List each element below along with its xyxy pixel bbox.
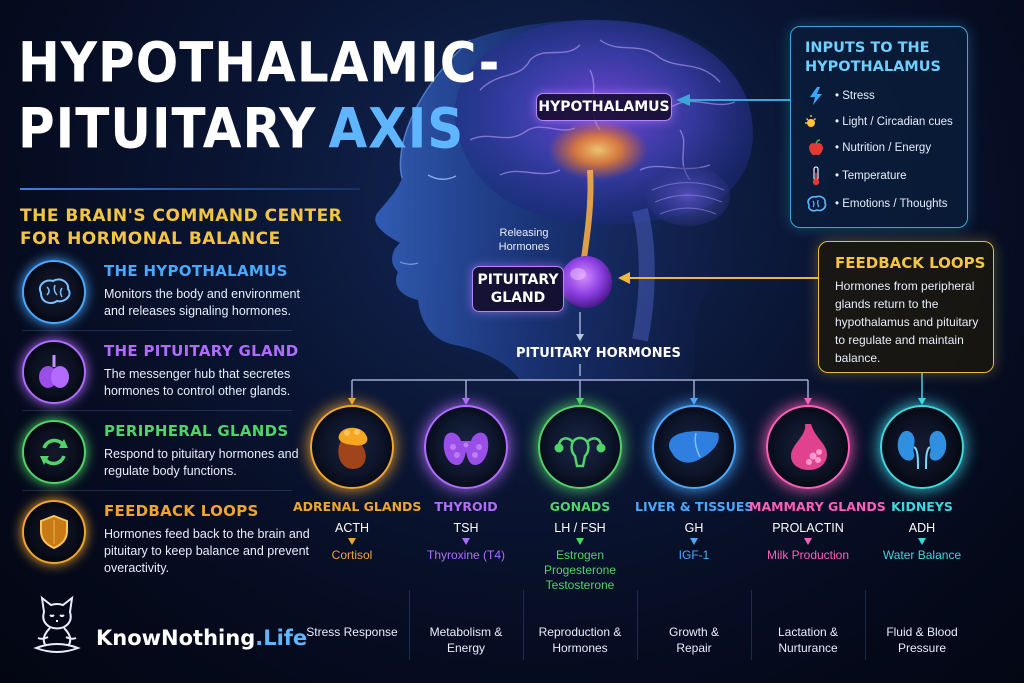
gland-thyroid: THYROID TSH Thyroxine (T4) bbox=[407, 405, 525, 563]
meditating-cat-logo-icon bbox=[33, 595, 81, 653]
feedback-title: FEEDBACK LOOPS bbox=[835, 254, 986, 272]
input-item-emotions: • Emotions / Thoughts bbox=[803, 193, 963, 215]
cycle-arrows-icon bbox=[22, 420, 86, 484]
lightning-icon bbox=[803, 87, 829, 105]
pituitary-gland-label: PITUITARY GLAND bbox=[472, 266, 564, 312]
adrenal-icon bbox=[310, 405, 394, 489]
gland-effect: Reproduction & Hormones bbox=[538, 625, 622, 655]
gland-effect: Metabolism & Energy bbox=[429, 625, 503, 655]
legend-item-peripheral: PERIPHERAL GLANDS Respond to pituitary h… bbox=[22, 420, 322, 498]
feedback-desc: Hormones from peripheral glands return t… bbox=[835, 279, 979, 365]
brain-icon bbox=[22, 260, 86, 324]
uterus-icon bbox=[538, 405, 622, 489]
effect-divider bbox=[409, 590, 410, 660]
gland-arrow bbox=[348, 538, 356, 545]
gland-name: KIDNEYS bbox=[891, 499, 953, 514]
gland-arrow bbox=[690, 538, 698, 545]
legend-desc: Hormones feed back to the brain and pitu… bbox=[104, 527, 310, 575]
inputs-panel: INPUTS TO THE HYPOTHALAMUS • Stress • Li… bbox=[790, 26, 968, 228]
input-item-light: • Light / Circadian cues bbox=[803, 111, 963, 133]
gland-effect: Fluid & Blood Pressure bbox=[886, 625, 958, 655]
sun-moon-icon bbox=[803, 114, 829, 130]
shield-icon bbox=[22, 500, 86, 564]
title-line-1: HYPOTHALAMIC- bbox=[18, 31, 501, 95]
gland-mammary: MAMMARY GLANDS PROLACTIN Milk Production bbox=[749, 405, 886, 563]
gland-gonads: GONADS LH / FSH Estrogen Progesterone Te… bbox=[521, 405, 639, 593]
gland-hormone: ADH bbox=[908, 521, 936, 535]
gland-name: MAMMARY GLANDS bbox=[749, 499, 886, 514]
effect-divider bbox=[751, 590, 752, 660]
legend-divider bbox=[22, 330, 292, 331]
gland-effect: Growth & Repair bbox=[668, 625, 719, 655]
effect-divider bbox=[523, 590, 524, 660]
input-item-stress: • Stress bbox=[803, 85, 963, 107]
gland-product: Water Balance bbox=[882, 548, 962, 562]
gland-kidneys: KIDNEYS ADH Water Balance bbox=[863, 405, 981, 563]
gland-hormone: PROLACTIN bbox=[772, 521, 844, 535]
legend-title: PERIPHERAL GLANDS bbox=[104, 422, 289, 440]
input-item-nutrition: • Nutrition / Energy bbox=[803, 137, 963, 159]
gland-arrow bbox=[576, 538, 584, 545]
pituitary-icon bbox=[22, 340, 86, 404]
legend-title: THE PITUITARY GLAND bbox=[104, 342, 299, 360]
gland-hormone: LH / FSH bbox=[554, 521, 606, 535]
mammary-icon bbox=[766, 405, 850, 489]
gland-name: ADRENAL GLANDS bbox=[293, 499, 422, 514]
gland-arrow bbox=[462, 538, 470, 545]
gland-effect: Stress Response bbox=[306, 625, 398, 639]
legend-item-pituitary: THE PITUITARY GLAND The messenger hub th… bbox=[22, 340, 322, 418]
gland-name: LIVER & TISSUES bbox=[635, 499, 754, 514]
legend-item-hypothalamus: THE HYPOTHALAMUS Monitors the body and e… bbox=[22, 260, 322, 338]
liver-icon bbox=[652, 405, 736, 489]
legend-title: FEEDBACK LOOPS bbox=[104, 502, 259, 520]
gland-hormone: GH bbox=[684, 521, 704, 535]
legend-title: THE HYPOTHALAMUS bbox=[104, 262, 288, 280]
title-line-2: PITUITARY bbox=[18, 97, 317, 161]
gland-name: GONADS bbox=[549, 499, 611, 514]
pituitary-hormones-label: PITUITARY HORMONES bbox=[516, 346, 681, 361]
thermometer-icon bbox=[803, 166, 829, 186]
thyroid-icon bbox=[424, 405, 508, 489]
gland-arrow bbox=[804, 538, 812, 545]
title-accent: AXIS bbox=[328, 97, 465, 161]
apple-icon bbox=[803, 139, 829, 157]
feedback-panel: FEEDBACK LOOPS Hormones from peripheral … bbox=[818, 241, 994, 373]
gland-name: THYROID bbox=[434, 499, 498, 514]
legend-divider bbox=[22, 490, 292, 491]
gland-hormone: TSH bbox=[453, 521, 479, 535]
gland-product: Estrogen Progesterone Testosterone bbox=[543, 548, 617, 592]
brain-icon bbox=[803, 195, 829, 213]
kidneys-icon bbox=[880, 405, 964, 489]
brand-logo: KnowNothing.Life bbox=[96, 626, 307, 650]
brand-name: KnowNothing bbox=[96, 626, 256, 650]
brand-tld: .Life bbox=[255, 626, 308, 650]
gland-product: IGF-1 bbox=[678, 548, 710, 562]
inputs-title: INPUTS TO THE HYPOTHALAMUS bbox=[805, 40, 941, 75]
legend-desc: The messenger hub that secretes hormones… bbox=[104, 367, 291, 398]
gland-product: Thyroxine (T4) bbox=[426, 548, 506, 562]
releasing-hormones-label: Releasing Hormones bbox=[498, 227, 550, 253]
input-item-temperature: • Temperature bbox=[803, 165, 963, 187]
gland-liver: LIVER & TISSUES GH IGF-1 bbox=[635, 405, 753, 563]
legend-desc: Respond to pituitary hormones and regula… bbox=[104, 447, 299, 478]
title-divider bbox=[20, 188, 360, 190]
gland-effect: Lactation & Nurturance bbox=[777, 625, 839, 655]
gland-hormone: ACTH bbox=[334, 521, 370, 535]
legend-item-feedback: FEEDBACK LOOPS Hormones feed back to the… bbox=[22, 500, 322, 578]
effect-divider bbox=[637, 590, 638, 660]
legend-desc: Monitors the body and environment and re… bbox=[104, 287, 300, 318]
legend-divider bbox=[22, 410, 292, 411]
effect-divider bbox=[865, 590, 866, 660]
gland-product: Milk Production bbox=[766, 548, 850, 562]
page-subtitle: THE BRAIN'S COMMAND CENTER FOR HORMONAL … bbox=[20, 206, 343, 249]
gland-product: Cortisol bbox=[331, 548, 373, 562]
gland-adrenal: ADRENAL GLANDS ACTH Cortisol bbox=[293, 405, 422, 563]
gland-arrow bbox=[918, 538, 926, 545]
hypothalamus-label: HYPOTHALAMUS bbox=[536, 93, 672, 121]
